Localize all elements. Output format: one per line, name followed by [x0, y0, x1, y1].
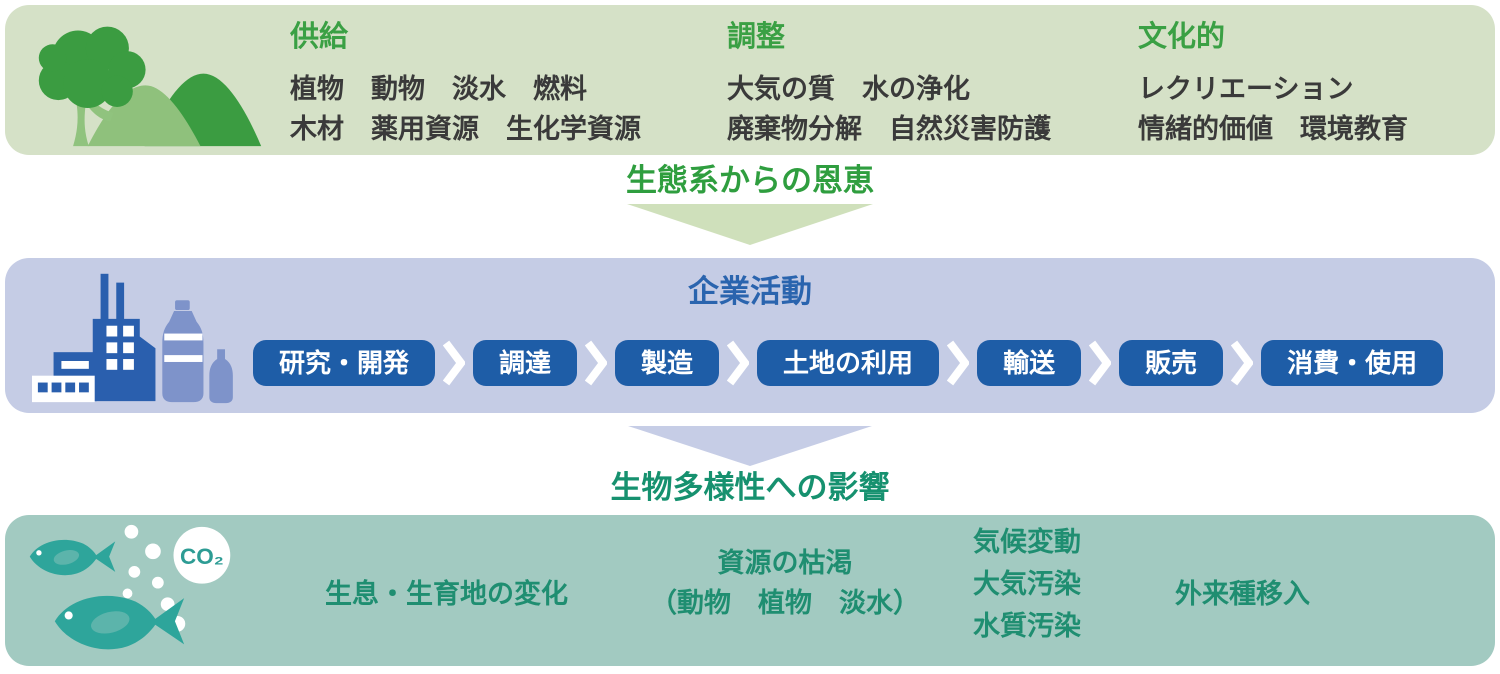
- chevron-right-icon: [727, 340, 750, 386]
- impact-line: 資源の枯渇: [717, 548, 853, 578]
- ecosystem-column-provisioning: 供給 植物 動物 淡水 燃料 木材 薬用資源 生化学資源: [290, 17, 641, 149]
- column-header: 供給: [290, 21, 349, 53]
- chevron-right-icon: [947, 340, 970, 386]
- impact-line: 水質汚染: [973, 611, 1081, 641]
- impact-line: 大気汚染: [973, 569, 1081, 599]
- column-line: 植物 動物 淡水 燃料: [290, 74, 587, 104]
- impact-habitat-change: 生息・生育地の変化: [325, 575, 568, 613]
- impact-line: 生息・生育地の変化: [325, 579, 568, 609]
- ecosystem-services-band: 供給 植物 動物 淡水 燃料 木材 薬用資源 生化学資源 調整 大気の質 水の浄…: [5, 5, 1495, 155]
- down-arrow-benefits-icon: [627, 204, 873, 245]
- business-activity-band: 企業活動 研究・開発 調達 製造 土地の利用 輸送 販売 消費・使用: [5, 258, 1495, 413]
- column-line: 木材 薬用資源 生化学資源: [290, 114, 641, 144]
- flow-label-impact: 生物多様性への影響: [610, 470, 890, 505]
- step-land-use: 土地の利用: [757, 340, 940, 386]
- business-process-chain: 研究・開発 調達 製造 土地の利用 輸送 販売 消費・使用: [253, 339, 1444, 387]
- column-line: 大気の質 水の浄化: [727, 74, 970, 104]
- step-consumption-use: 消費・使用: [1261, 340, 1444, 386]
- step-research-development: 研究・開発: [253, 340, 436, 386]
- business-band-title: 企業活動: [688, 274, 812, 309]
- column-line: レクリエーション: [1138, 74, 1354, 104]
- co2-label: CO₂: [180, 544, 224, 569]
- step-manufacturing: 製造: [615, 340, 720, 386]
- step-procurement: 調達: [473, 340, 578, 386]
- factory-and-bottles-icon: [32, 273, 233, 404]
- impact-invasive-species: 外来種移入: [1175, 575, 1310, 613]
- impact-line: 外来種移入: [1175, 579, 1310, 609]
- column-header: 文化的: [1138, 21, 1226, 53]
- impact-line: 気候変動: [973, 527, 1081, 557]
- fish-and-co2-icon: CO₂: [29, 524, 231, 650]
- down-arrow-impact-icon: [628, 426, 872, 466]
- column-line: 情緒的価値 環境教育: [1138, 114, 1408, 144]
- ecosystem-column-cultural: 文化的 レクリエーション 情緒的価値 環境教育: [1138, 17, 1408, 149]
- step-transport: 輸送: [977, 340, 1082, 386]
- chevron-right-icon: [1089, 340, 1112, 386]
- impact-line: （動物 植物 淡水）: [650, 588, 920, 618]
- tree-and-hills-icon: [38, 26, 262, 147]
- flow-label-benefits: 生態系からの恩恵: [626, 163, 874, 198]
- column-header: 調整: [727, 21, 786, 53]
- chevron-right-icon: [585, 340, 608, 386]
- impact-resource-depletion: 資源の枯渇 （動物 植物 淡水）: [635, 543, 935, 623]
- ecosystem-column-regulating: 調整 大気の質 水の浄化 廃棄物分解 自然災害防護: [727, 17, 1051, 149]
- column-line: 廃棄物分解 自然災害防護: [727, 114, 1051, 144]
- biodiversity-impact-band: CO₂ 生息・生育地の変化 資源の枯渇 （動物 植物 淡水） 気候変動 大気汚染…: [5, 515, 1495, 666]
- impact-climate-pollution: 気候変動 大気汚染 水質汚染: [973, 521, 1081, 647]
- chevron-right-icon: [443, 340, 466, 386]
- chevron-right-icon: [1231, 340, 1254, 386]
- step-sales: 販売: [1119, 340, 1224, 386]
